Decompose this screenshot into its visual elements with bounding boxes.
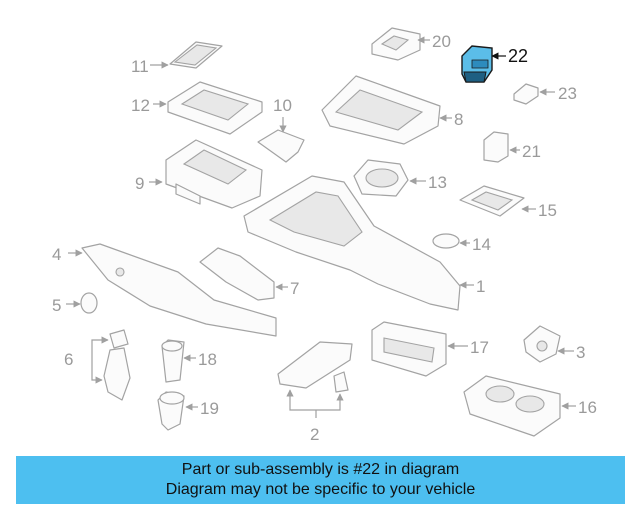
part-6-bracket [103,329,131,401]
part-16-cupholder [463,375,561,437]
part-4-side-panel [81,243,277,337]
part-14-cap [432,233,460,249]
part-5-plug [80,292,98,314]
callout-12: 12 [131,96,150,115]
callout-1: 1 [476,277,485,296]
part-1-console-body [243,175,461,311]
part-20-switch-bezel [371,27,421,61]
part-18-socket [161,339,185,383]
part-7-trim [199,247,275,301]
callout-10: 10 [273,96,292,115]
callout-21: 21 [522,142,541,161]
part-2-brackets [277,341,353,393]
part-21-socket [483,131,509,163]
caption-line-1: Part or sub-assembly is #22 in diagram [181,461,460,478]
callout-13: 13 [428,173,447,192]
caption-line-2: Diagram may not be specific to your vehi… [165,481,476,498]
part-8-upper-console [321,75,441,145]
callout-17: 17 [470,338,489,357]
callout-3: 3 [576,343,585,362]
part-12-trim-panel [167,81,263,135]
callout-19: 19 [200,399,219,418]
part-22-highlighted [461,45,493,83]
callout-11: 11 [131,57,149,76]
part-caption-banner: Part or sub-assembly is #22 in diagram D… [16,456,625,504]
part-10-mat [257,129,305,163]
part-3-mount [523,325,561,363]
callout-22: 22 [508,46,528,66]
callout-8: 8 [454,110,463,129]
callout-5: 5 [52,296,61,315]
callout-9: 9 [135,174,144,193]
part-23-clip [513,83,539,105]
callout-14: 14 [472,235,491,254]
callout-2: 2 [310,425,319,444]
part-19-socket [157,391,185,431]
callout-18: 18 [198,350,217,369]
callout-23: 23 [558,84,577,103]
part-13-tray [353,159,409,197]
callout-20: 20 [432,32,451,51]
callout-16: 16 [578,398,597,417]
callout-4: 4 [52,245,61,264]
parts-diagram: 11 12 10 9 20 22 23 8 [52,27,597,444]
callout-15: 15 [538,201,557,220]
part-17-module [371,321,447,377]
part-9-shifter-bezel [165,139,263,209]
callout-6: 6 [64,350,73,369]
callout-7: 7 [290,279,299,298]
part-15-mat [459,185,525,217]
part-11-tray-pad [169,41,223,69]
